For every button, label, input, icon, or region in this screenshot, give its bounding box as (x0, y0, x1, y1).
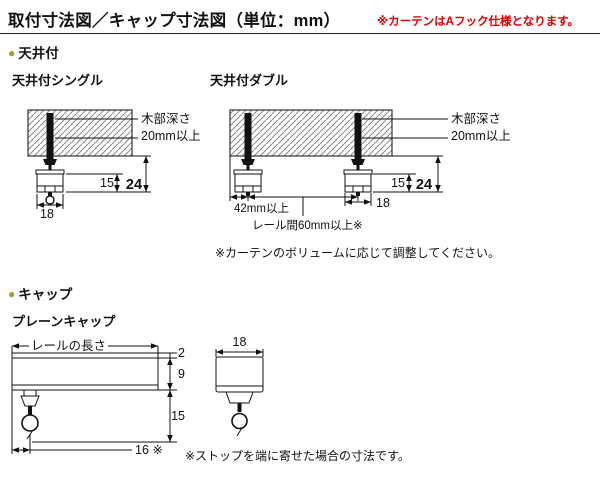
ceiling-single-diagram: 木部深さ 20mm以上 15 24 18 (27, 109, 201, 221)
screw-icon (43, 113, 57, 170)
rail-side-view (11, 352, 159, 391)
wood-depth-label-line2: 20mm以上 (141, 129, 201, 143)
screw-icon (241, 113, 255, 170)
section-cap-heading: ●キャップ (8, 283, 72, 303)
bullet-icon: ● (8, 46, 16, 60)
dimension-lines (215, 349, 264, 357)
page-title: 取付寸法図／キャップ寸法図（単位：mm） (8, 12, 341, 30)
ceiling-single-title: 天井付シングル (12, 73, 104, 88)
dim-end-offset-16: 16 ※ (135, 443, 163, 457)
plain-cap-subtitle: プレーンキャップ (12, 314, 116, 329)
dim-edge-42: 42mm以上 (234, 202, 289, 215)
wood-block (229, 109, 393, 157)
wood-block (27, 109, 133, 157)
dim-total-24: 24 (126, 177, 142, 193)
cap-front-view-diagram: 18 (215, 335, 264, 437)
dim-rail-height-15: 15 (391, 176, 405, 190)
rail-cross-section (343, 169, 373, 196)
section-ceiling-heading: ●天井付 (8, 42, 59, 62)
ceiling-double-title: 天井付ダブル (210, 73, 289, 88)
dimension-lines (11, 352, 177, 454)
cap-side-view-diagram: レールの長さ 2 9 15 16 ※ (11, 339, 185, 457)
rail-cross-section (35, 169, 65, 205)
dimension-lines (229, 155, 443, 216)
runner-hook (225, 391, 254, 437)
dim-rail-width-18: 18 (376, 196, 390, 210)
rail-cross-section (233, 169, 263, 196)
a-hook-note: ※カーテンはAフック仕様となります。 (377, 16, 579, 28)
dim-hook-drop-15: 15 (171, 409, 185, 423)
title-underline (0, 33, 600, 34)
screw-icon (351, 113, 365, 170)
cap-body (215, 356, 264, 393)
dim-cap-top-2: 2 (178, 346, 185, 360)
dimension-lines (36, 155, 151, 209)
dim-rail-gap-60: レール間60mm以上※ (252, 219, 363, 232)
dim-rail-width-18: 18 (40, 207, 54, 221)
cap-note: ※ストップを端に寄せた場合の寸法です。 (185, 449, 410, 463)
dim-cap-width-18: 18 (233, 335, 247, 349)
runner-hook (20, 389, 40, 440)
section-cap-heading-label: キャップ (18, 287, 73, 302)
section-ceiling-heading-label: 天井付 (18, 46, 59, 61)
ceiling-double-note: ※カーテンのボリュームに応じて調整してください。 (215, 246, 500, 260)
wood-depth-leader-lines (362, 118, 448, 139)
dim-total-24: 24 (416, 177, 432, 193)
ceiling-double-diagram: 木部深さ 20mm以上 15 24 18 42mm以上 レール間60mm以上※ (229, 109, 511, 232)
bullet-icon: ● (8, 287, 16, 301)
rail-length-dimension (11, 343, 159, 353)
dim-rail-height-15: 15 (100, 176, 114, 190)
wood-depth-label-line1: 木部深さ (451, 111, 501, 126)
wood-depth-label-line2: 20mm以上 (451, 129, 511, 143)
wood-depth-leader-lines (55, 118, 138, 139)
rail-length-label: レールの長さ (31, 339, 106, 353)
wood-depth-label-line1: 木部深さ (141, 111, 191, 126)
dim-rail-height-9: 9 (178, 367, 185, 381)
